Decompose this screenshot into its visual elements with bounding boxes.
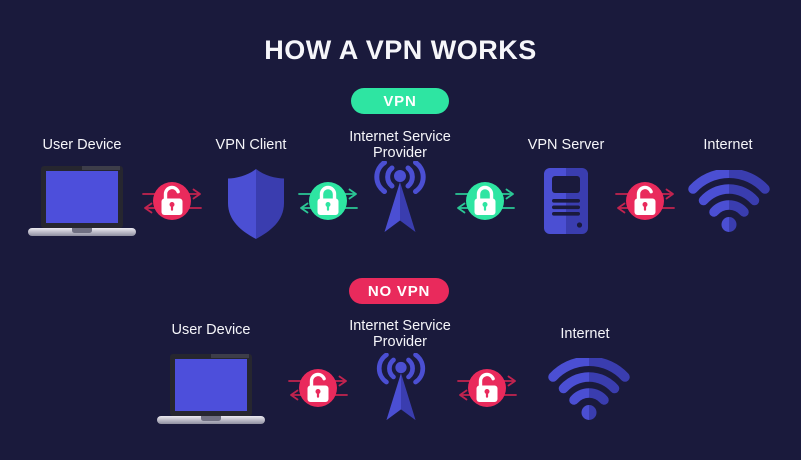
lock-open-icon: [634, 185, 656, 215]
no-vpn-badge: NO VPN: [349, 278, 449, 304]
wifi-icon: [688, 170, 770, 232]
laptop-icon: [157, 354, 265, 424]
lock-closed-icon: [474, 185, 496, 215]
vpn-badge: VPN: [351, 88, 449, 114]
locked-link-green: [455, 182, 515, 220]
unlocked-link-red: [457, 369, 517, 407]
label-user-device-vpn: User Device: [42, 137, 122, 153]
page-title: HOW A VPN WORKS: [264, 35, 537, 65]
label-vpn-server: VPN Server: [527, 137, 605, 153]
lock-open-icon: [161, 185, 183, 215]
label-vpn-client: VPN Client: [215, 137, 287, 153]
lock-open-icon: [307, 372, 329, 402]
label-internet-novpn: Internet: [560, 326, 610, 342]
laptop-icon: [28, 166, 136, 236]
label-isp-vpn: Internet Service Provider: [349, 129, 451, 161]
unlocked-link-red: [142, 182, 202, 220]
shield-icon: [228, 169, 284, 239]
label-internet-vpn: Internet: [703, 137, 753, 153]
broadcast-tower-icon: [374, 161, 426, 232]
label-user-device-novpn: User Device: [171, 322, 251, 338]
lock-closed-icon: [317, 185, 339, 215]
wifi-icon: [548, 358, 630, 420]
broadcast-tower-icon: [376, 353, 426, 421]
unlocked-link-red: [288, 369, 348, 407]
lock-open-icon: [476, 372, 498, 402]
server-icon: [544, 168, 588, 234]
label-isp-novpn: Internet Service Provider: [349, 318, 451, 350]
locked-link-green: [298, 182, 358, 220]
unlocked-link-red: [615, 182, 675, 220]
